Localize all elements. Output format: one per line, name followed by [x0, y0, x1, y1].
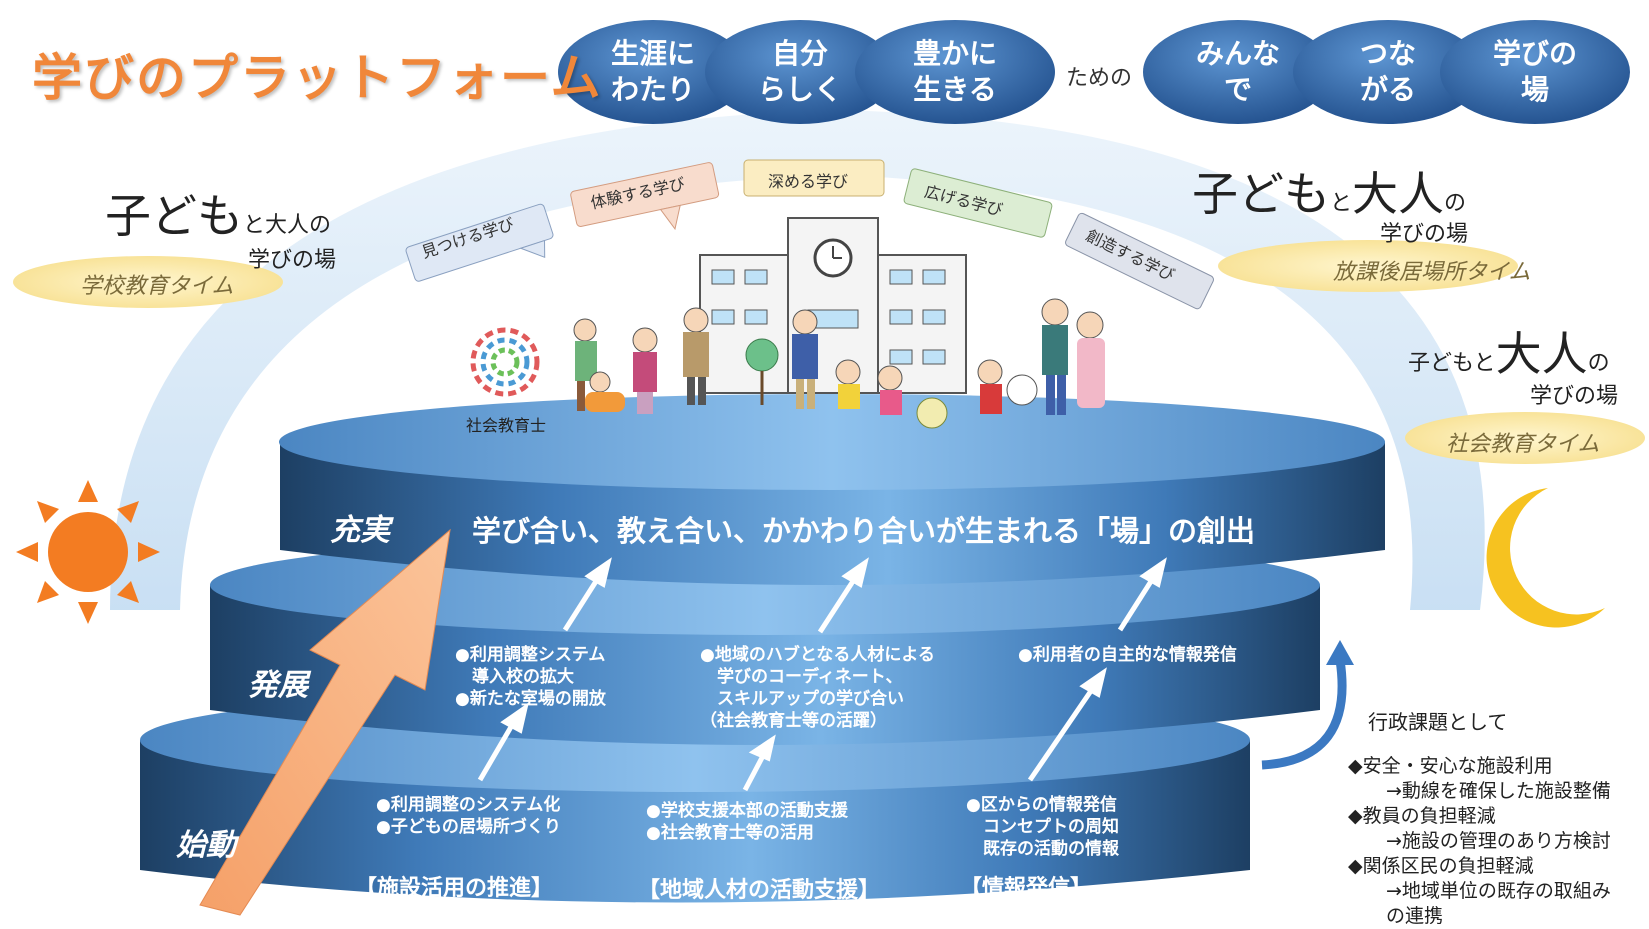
page-title: 学びのプラットフォーム [32, 49, 603, 107]
category-information: 【情報発信】 [960, 876, 1093, 901]
white-arrows [477, 557, 1167, 792]
speech-bubble-3 [743, 159, 885, 197]
admin-issues-list: ◆安全・安心な施設利用 →動線を確保した施設整備 ◆教員の負担軽減 →施設の管理… [1348, 755, 1611, 927]
moon-icon [1486, 488, 1605, 628]
afterschool-time-label: 放課後居場所タイム [1333, 260, 1531, 285]
middle-item-1: ●利用調整システム 導入校の拡大 ●新たな室場の開放 [455, 645, 606, 709]
middle-item-2: ●地域のハブとなる人材による 学びのコーディネート、 スキルアップの学び合い （… [700, 645, 935, 731]
school-time-ellipse [13, 256, 283, 308]
speech-bubble-1 [405, 203, 554, 282]
afterschool-time-ellipse [1218, 240, 1518, 292]
speech-bubble-4 [903, 168, 1053, 238]
social-education-logo [470, 327, 540, 397]
bubble-text-4: みんな で [1195, 37, 1280, 106]
bubble-4 [1143, 20, 1333, 124]
speech-bubble-5 [1065, 212, 1214, 310]
clock-icon [813, 238, 853, 278]
school-time-label: 学校教育タイム [80, 274, 234, 299]
bottom-item-2: ●学校支援本部の活動支援 ●社会教育士等の活用 [646, 801, 848, 843]
category-facility: 【施設活用の推進】 [355, 876, 554, 901]
social-time-label: 社会教育タイム [1446, 432, 1600, 457]
school-time-line2: 学びの場 [248, 248, 337, 273]
bubble-6 [1440, 20, 1630, 124]
speech-bubble-2 [570, 162, 720, 231]
social-time-ellipse [1405, 412, 1645, 464]
growth-arrow [199, 528, 451, 916]
bubble-5 [1293, 20, 1483, 124]
middle-item-3: ●利用者の自主的な情報発信 [1018, 645, 1237, 665]
bubble-text-3: 豊かに 生きる [912, 37, 997, 106]
tier-bottom-label: 始動 [176, 828, 236, 863]
tier-middle-label: 発展 [248, 668, 308, 703]
tier-top-label: 充実 [330, 513, 390, 548]
category-human-resources: 【地域人材の活動支援】 [638, 878, 881, 903]
afterschool-heading: 子どもと大人の [1192, 167, 1467, 221]
bubble-text-5: つな がる [1359, 37, 1416, 106]
bubble-3 [855, 20, 1055, 124]
bubble-2 [705, 20, 895, 124]
school-building-icon [699, 217, 967, 394]
connector-text: ための [1066, 66, 1133, 91]
bubble-text-2: 自分 らしく [757, 37, 842, 106]
sun-icon [16, 480, 160, 624]
bottom-item-1: ●利用調整のシステム化 ●子どもの居場所づくり [376, 795, 561, 837]
school-time-heading: 子どもと大人の [105, 189, 332, 243]
bubble-text-6: 学びの 場 [1492, 37, 1577, 106]
social-heading: 子どもと大人の [1408, 327, 1610, 381]
afterschool-line2: 学びの場 [1380, 222, 1469, 247]
people-illustration [573, 298, 1105, 429]
logo-caption: 社会教育士 [466, 416, 547, 435]
admin-issues-title: 行政課題として [1368, 710, 1508, 734]
tier-top-message: 学び合い、教え合い、かかわり合いが生まれる「場」の創出 [472, 514, 1256, 548]
bottom-item-3: ●区からの情報発信 コンセプトの周知 既存の活動の情報 [966, 795, 1119, 859]
feedback-arrow [1261, 659, 1347, 770]
speech-text-3: 深める学び [768, 172, 849, 191]
bubble-1 [558, 20, 748, 124]
social-line2: 学びの場 [1530, 384, 1619, 409]
bubble-text-1: 生涯に わたり [610, 37, 695, 106]
